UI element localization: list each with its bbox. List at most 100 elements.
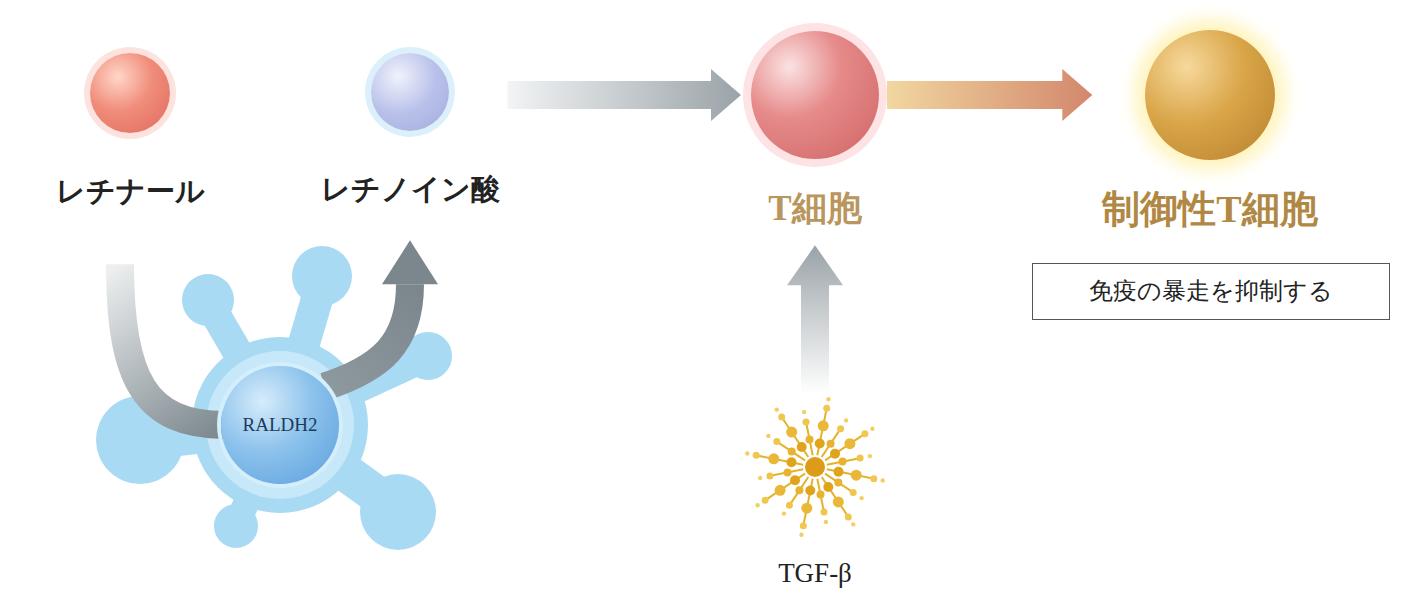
node-label: レチナール bbox=[56, 175, 205, 208]
burst-dot bbox=[755, 503, 759, 507]
burst-dot bbox=[851, 470, 862, 481]
cell-lobe bbox=[214, 504, 258, 548]
burst-dot bbox=[766, 473, 773, 480]
burst-dot bbox=[868, 454, 872, 458]
burst-dot bbox=[775, 485, 786, 496]
arrow-head bbox=[382, 240, 438, 284]
burst-dot bbox=[870, 427, 874, 431]
tgf-beta-node: TGF-β bbox=[740, 392, 890, 589]
burst-dot bbox=[775, 407, 779, 411]
block-arrow bbox=[787, 245, 843, 394]
burst-dot bbox=[834, 479, 842, 487]
burst-dot bbox=[762, 497, 769, 504]
cell-sphere bbox=[90, 53, 170, 133]
regulatory-t-cell-node: 制御性T細胞 bbox=[1098, 20, 1321, 236]
burst-dot bbox=[833, 496, 844, 507]
burst-dot bbox=[786, 427, 797, 438]
burst-dot bbox=[766, 434, 770, 438]
burst-dot bbox=[800, 522, 807, 529]
burst-dot bbox=[795, 486, 803, 494]
burst-ray bbox=[758, 456, 803, 465]
burst-dot bbox=[861, 430, 868, 437]
curved-shaft bbox=[120, 264, 225, 425]
burst-dot bbox=[870, 475, 877, 482]
burst-dot bbox=[803, 418, 810, 425]
burst-dot bbox=[824, 520, 828, 524]
burst-dot bbox=[801, 503, 812, 514]
burst-dot bbox=[850, 489, 857, 496]
burst-dot bbox=[827, 440, 835, 448]
burst-dot bbox=[788, 447, 796, 455]
connector-arrow bbox=[787, 245, 843, 394]
burst-core bbox=[805, 457, 825, 477]
connector-arrow bbox=[120, 264, 225, 425]
burst-dot bbox=[859, 496, 863, 500]
burst-dot bbox=[745, 451, 749, 455]
burst-dot bbox=[787, 457, 797, 467]
connector-arrow bbox=[325, 240, 438, 386]
burst-ray bbox=[827, 458, 858, 464]
burst-dot bbox=[784, 469, 792, 477]
burst-dot bbox=[839, 458, 847, 466]
burst-ray bbox=[772, 469, 803, 475]
burst-dot bbox=[773, 438, 780, 445]
burst-ray bbox=[804, 479, 813, 524]
block-arrow bbox=[887, 69, 1092, 121]
node-label: RALDH2 bbox=[243, 414, 318, 436]
burst-dot bbox=[826, 397, 830, 401]
node-label: 制御性T細胞 bbox=[1102, 188, 1317, 232]
burst-dot bbox=[823, 405, 830, 412]
burst-ray bbox=[827, 469, 872, 478]
cell-sphere bbox=[1145, 30, 1275, 160]
burst-dot bbox=[834, 467, 844, 477]
effect-box: 免疫の暴走を抑制する bbox=[1032, 263, 1390, 320]
burst-dot bbox=[799, 533, 803, 537]
node-label: TGF-β bbox=[778, 558, 852, 589]
burst-dot bbox=[844, 438, 855, 449]
burst-dot bbox=[778, 414, 785, 421]
burst-dot bbox=[844, 418, 848, 422]
retinoic-acid-node: レチノイン酸 bbox=[317, 43, 504, 210]
burst-dot bbox=[818, 420, 829, 431]
burst-dot bbox=[806, 436, 814, 444]
cell-lobe bbox=[360, 474, 436, 550]
burst-dot bbox=[797, 442, 807, 452]
burst-dot bbox=[790, 475, 800, 485]
burst-dot bbox=[823, 482, 833, 492]
block-arrow bbox=[508, 69, 742, 121]
retinal-node: レチナール bbox=[52, 43, 209, 212]
burst-ray bbox=[817, 479, 823, 510]
burst-dot bbox=[845, 513, 852, 520]
burst-ray bbox=[806, 424, 812, 455]
burst-dot bbox=[857, 455, 864, 462]
cell-sphere bbox=[371, 53, 449, 131]
burst-dot bbox=[753, 452, 760, 459]
node-label: レチノイン酸 bbox=[321, 173, 500, 206]
burst-dot bbox=[815, 439, 825, 449]
burst-dot bbox=[805, 486, 815, 496]
burst-dot bbox=[782, 511, 786, 515]
burst-dot bbox=[837, 425, 844, 432]
cell-sphere bbox=[751, 31, 879, 159]
burst-dot bbox=[817, 491, 825, 499]
curved-shaft bbox=[325, 284, 410, 386]
burst-dot bbox=[786, 502, 793, 509]
node-label: 免疫の暴走を抑制する bbox=[1089, 278, 1333, 306]
cytokine-burst bbox=[740, 392, 890, 542]
node-label: T細胞 bbox=[768, 189, 861, 229]
raldh2-nucleus: RALDH2 bbox=[221, 366, 339, 484]
cell-lobe bbox=[292, 246, 352, 306]
burst-dot bbox=[768, 453, 779, 464]
connector-arrow bbox=[887, 69, 1092, 121]
t-cell-node: T細胞 bbox=[747, 21, 883, 233]
burst-ray bbox=[817, 410, 826, 455]
connector-arrow bbox=[508, 69, 742, 121]
burst-dot bbox=[758, 476, 762, 480]
burst-dot bbox=[881, 478, 885, 482]
burst-dot bbox=[821, 509, 828, 516]
cell-lobe bbox=[182, 274, 234, 326]
dendritic-cell bbox=[96, 246, 452, 550]
burst-dot bbox=[851, 522, 855, 526]
burst-dot bbox=[830, 449, 840, 459]
burst-dot bbox=[802, 410, 806, 414]
